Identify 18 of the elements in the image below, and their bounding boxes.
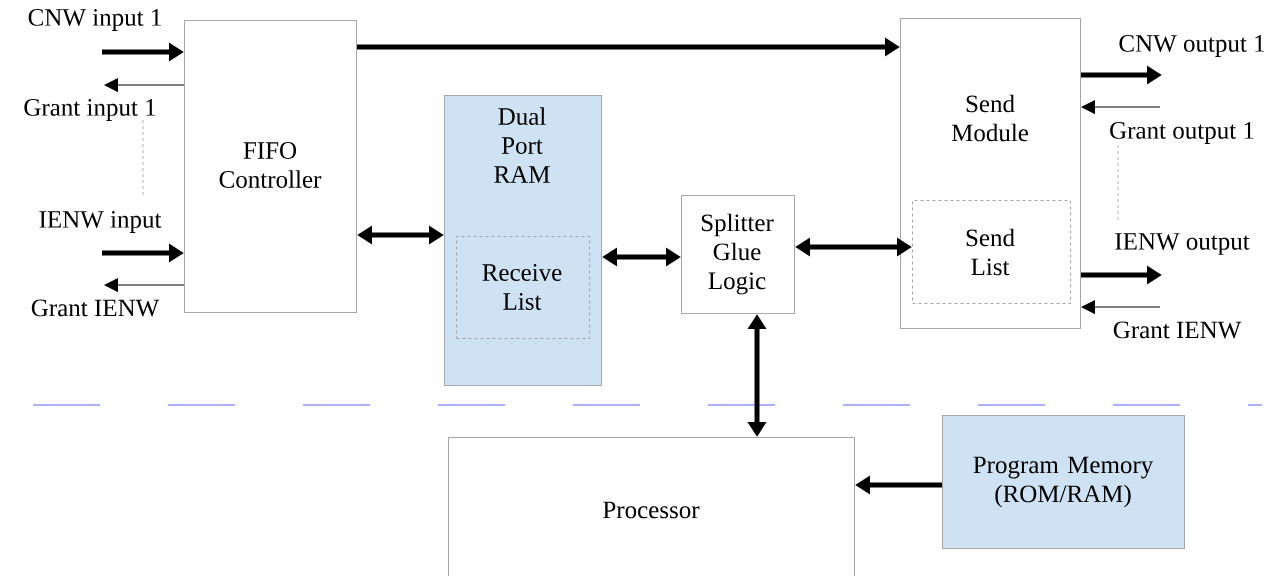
signal-label: CNW output 1 [1119, 35, 1265, 57]
logic-box: Splitter Glue Logic [681, 195, 795, 314]
arrow [1081, 100, 1161, 114]
list-box: Send List [912, 200, 1071, 304]
list-box: Receive List [456, 236, 590, 339]
memory-box: Program Memory (ROM/RAM) [942, 415, 1185, 549]
signal-label: CNW input 1 [28, 9, 161, 31]
signal-label: Grant IENW [31, 299, 160, 317]
signal-label: Grant input 1 [24, 99, 156, 121]
arrow [104, 278, 185, 292]
signal-label: IENW output [1115, 233, 1250, 255]
signal-label: Grant output 1 [1110, 122, 1254, 144]
signal-label: Grant IENW [1113, 321, 1242, 339]
controller-box: FIFO Controller [184, 20, 357, 313]
signal-label: IENW input [39, 211, 162, 233]
arrow [104, 78, 185, 92]
arrow [1081, 300, 1161, 314]
processor-box: Processor [448, 437, 855, 576]
